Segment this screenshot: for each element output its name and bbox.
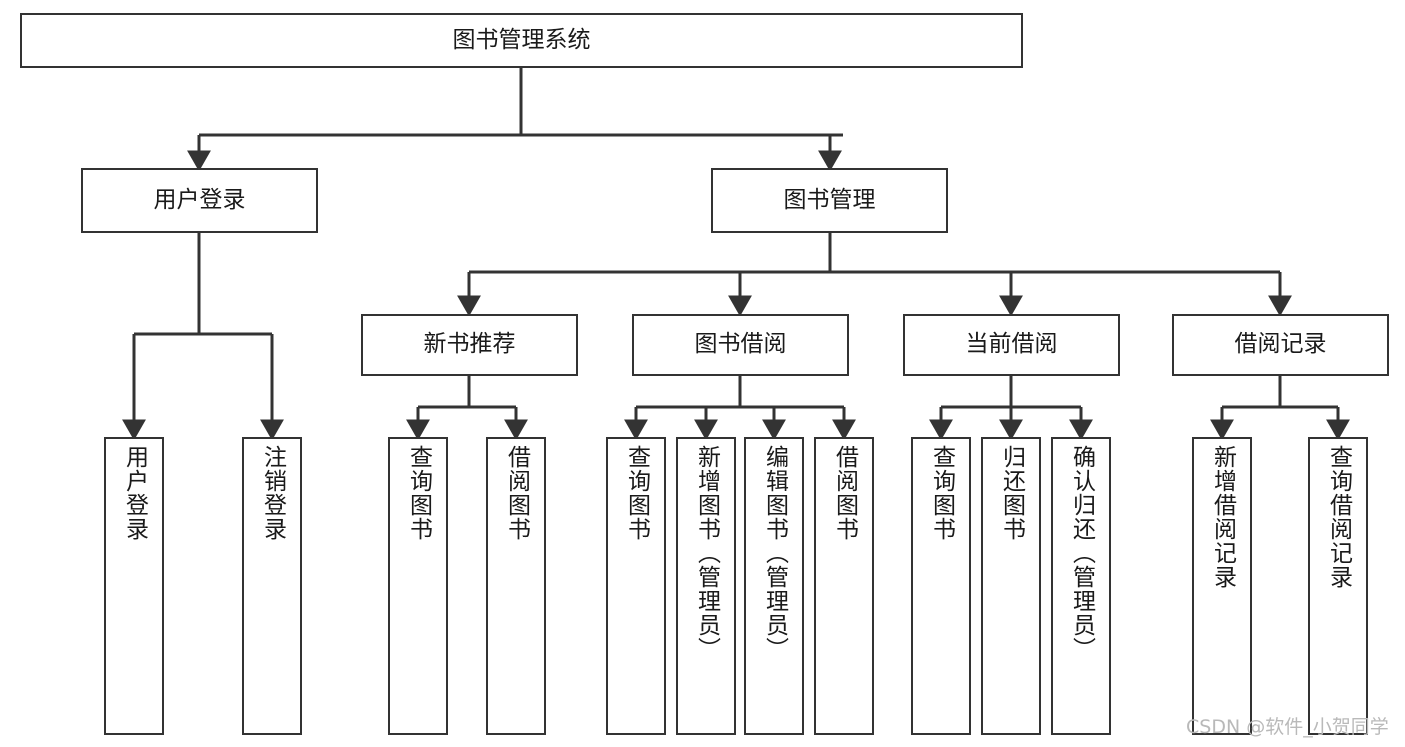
node-label: 查询图书 (405, 445, 432, 541)
node-leaf-borrow-book-recommend[interactable]: 借阅图书 (486, 437, 546, 735)
node-root-book-management-system[interactable]: 图书管理系统 (20, 13, 1023, 68)
node-label: 用户登录 (121, 445, 148, 541)
node-label: 图书管理系统 (452, 26, 591, 53)
node-label: 借阅图书 (503, 445, 530, 541)
node-label: 查询图书 (928, 445, 955, 541)
node-leaf-add-borrow-record[interactable]: 新增借阅记录 (1192, 437, 1252, 735)
node-user-login[interactable]: 用户登录 (81, 168, 318, 233)
node-leaf-return-book[interactable]: 归还图书 (981, 437, 1041, 735)
node-leaf-user-login[interactable]: 用户登录 (104, 437, 164, 735)
node-label: 图书借阅 (694, 331, 787, 358)
node-label: 借阅图书 (831, 445, 858, 541)
node-leaf-query-borrow-record[interactable]: 查询借阅记录 (1308, 437, 1368, 735)
node-leaf-edit-book-admin[interactable]: 编辑图书（管理员） (744, 437, 804, 735)
node-book-borrow[interactable]: 图书借阅 (632, 314, 849, 376)
node-label: 归还图书 (998, 445, 1025, 541)
node-new-book-recommend[interactable]: 新书推荐 (361, 314, 578, 376)
node-label: 确认归还（管理员） (1068, 445, 1095, 661)
node-leaf-add-book-admin[interactable]: 新增图书（管理员） (676, 437, 736, 735)
node-label: 新增借阅记录 (1209, 445, 1236, 589)
node-label: 查询借阅记录 (1325, 445, 1352, 589)
csdn-watermark: CSDN @软件_小贺同学 (1186, 716, 1389, 738)
node-leaf-query-book-borrow[interactable]: 查询图书 (606, 437, 666, 735)
node-label: 注销登录 (259, 445, 286, 541)
node-label: 借阅记录 (1234, 331, 1327, 358)
node-label: 当前借阅 (965, 331, 1058, 358)
node-leaf-query-book-current[interactable]: 查询图书 (911, 437, 971, 735)
node-label: 编辑图书（管理员） (761, 445, 788, 661)
node-leaf-confirm-return-admin[interactable]: 确认归还（管理员） (1051, 437, 1111, 735)
node-label: 用户登录 (153, 186, 246, 213)
node-label: 新书推荐 (423, 331, 516, 358)
node-label: 查询图书 (623, 445, 650, 541)
node-leaf-query-book-recommend[interactable]: 查询图书 (388, 437, 448, 735)
node-leaf-logout-login[interactable]: 注销登录 (242, 437, 302, 735)
node-label: 图书管理 (783, 186, 876, 213)
node-borrow-record[interactable]: 借阅记录 (1172, 314, 1389, 376)
node-current-borrow[interactable]: 当前借阅 (903, 314, 1120, 376)
node-leaf-borrow-book[interactable]: 借阅图书 (814, 437, 874, 735)
node-label: 新增图书（管理员） (693, 445, 720, 661)
node-book-management[interactable]: 图书管理 (711, 168, 948, 233)
